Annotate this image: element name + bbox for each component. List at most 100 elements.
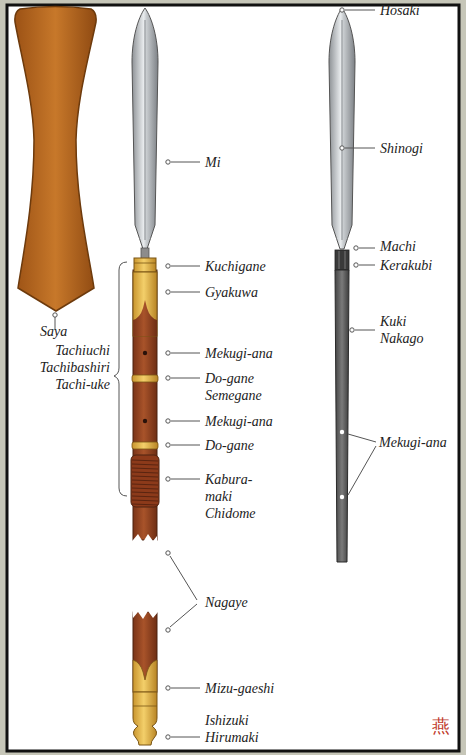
leader-lines-part xyxy=(345,148,375,149)
leader-lines-part xyxy=(53,313,57,317)
leader-lines-part xyxy=(171,445,200,446)
bare-blade-and-tang-part xyxy=(345,251,346,269)
spear-shaft-lower-part xyxy=(133,612,157,692)
leader-lines-part xyxy=(171,737,200,738)
frame-part xyxy=(7,5,459,751)
leader-lines-part xyxy=(166,628,170,632)
spear-shaft-upper-part-part xyxy=(132,504,158,505)
spear-shaft-upper-part-part xyxy=(132,500,158,501)
spear-shaft-upper-part-part xyxy=(132,460,158,461)
part-label: Shinogi xyxy=(380,140,423,157)
leader-lines-part xyxy=(340,146,344,150)
spear-shaft-lower-part xyxy=(133,660,157,692)
leader-lines-part xyxy=(350,328,354,332)
bare-blade-and-tang-part xyxy=(339,251,340,269)
part-label: Mekugi-ana xyxy=(205,413,273,430)
bare-blade-and-tang-part-part xyxy=(342,20,343,240)
leader-lines-part xyxy=(171,378,200,379)
part-label: Mizu-gaeshi xyxy=(205,680,274,697)
leader-lines-part xyxy=(171,421,200,422)
part-label: Mi xyxy=(205,154,221,171)
spear-shaft-lower-part xyxy=(133,692,157,745)
leader-lines-part xyxy=(170,604,197,627)
spear-shaft-upper-part-part xyxy=(132,496,158,497)
part-label: Ishizuki Hirumaki xyxy=(205,712,259,746)
part-label: Mekugi-ana xyxy=(379,434,447,451)
bare-blade-and-tang xyxy=(329,8,355,562)
bare-blade-and-tang-part xyxy=(340,495,344,499)
spear-shaft-upper xyxy=(131,258,159,545)
spear-shaft-upper-part xyxy=(143,419,147,423)
spear-shaft-upper-part xyxy=(133,272,157,336)
saya-scabbard-part xyxy=(15,7,96,312)
spear-blade-part xyxy=(141,248,149,259)
bare-blade-and-tang-part xyxy=(335,270,349,562)
spear-shaft-upper-part xyxy=(143,351,147,355)
spear-shaft-lower-part xyxy=(132,607,158,619)
part-label: Hosaki xyxy=(380,2,420,19)
leader-lines-part xyxy=(166,376,170,380)
leader-lines-part xyxy=(166,264,170,268)
leader-lines-part xyxy=(166,551,170,555)
spear-shaft-upper-part xyxy=(132,375,158,382)
leader-lines-part xyxy=(166,160,170,164)
part-label: Mekugi-ana xyxy=(205,345,273,362)
spear-shaft-upper-part xyxy=(131,455,159,507)
spear-shaft-upper-part-part xyxy=(132,464,158,465)
part-label: Do-gane xyxy=(205,437,254,454)
spear-shaft-lower-part xyxy=(133,706,157,707)
bare-blade-and-tang-part xyxy=(335,250,349,270)
spear-shaft-upper-part-part xyxy=(132,488,158,489)
part-label: Saya xyxy=(40,323,67,340)
leader-lines-part xyxy=(166,735,170,739)
leader-lines-part xyxy=(354,263,358,267)
part-label: Kuchigane xyxy=(205,258,266,275)
spear-shaft-upper-part-part xyxy=(132,468,158,469)
leader-lines-part xyxy=(340,8,344,12)
part-label: Gyakuwa xyxy=(205,284,258,301)
spear-shaft-upper-part xyxy=(134,263,156,264)
spear-blade-part xyxy=(145,20,146,240)
watermark: 燕 xyxy=(432,718,450,735)
leader-lines-part xyxy=(166,443,170,447)
spear-shaft-upper-part xyxy=(134,258,156,272)
spear-shaft-upper-part-part xyxy=(132,492,158,493)
bare-blade-and-tang-part xyxy=(340,430,344,434)
bracket xyxy=(114,262,127,496)
spear-shaft-upper-part-part xyxy=(132,472,158,473)
leader-lines-part xyxy=(166,351,170,355)
leader-lines-part xyxy=(171,688,200,689)
leader-lines-part xyxy=(171,292,200,293)
group-label: Tachiuchi Tachibashiri Tachi-uke xyxy=(40,342,110,393)
spear-shaft-upper-part xyxy=(133,300,157,336)
leader-lines-part xyxy=(171,353,200,354)
leader-lines-part xyxy=(166,477,170,481)
leader-lines-part xyxy=(359,265,375,266)
bare-blade-and-tang-part-part xyxy=(329,8,355,249)
leader-lines-part xyxy=(355,330,375,331)
leader-lines-part xyxy=(345,10,375,11)
part-label: Kabura-maki Chidome xyxy=(205,471,256,522)
leader-lines-part xyxy=(354,246,358,250)
leader-lines-part xyxy=(348,446,376,495)
spear-blade-part xyxy=(132,8,158,249)
spear-shaft-upper-part xyxy=(132,460,158,505)
leader-lines-part xyxy=(359,248,375,249)
bracket-part xyxy=(114,262,127,496)
leader-lines-part xyxy=(166,419,170,423)
leader-lines-part xyxy=(166,290,170,294)
leader-lines-part xyxy=(171,162,200,163)
saya-scabbard xyxy=(15,7,96,312)
leader-lines-part xyxy=(170,556,197,600)
spear-shaft-upper-part-part xyxy=(132,476,158,477)
part-label: Kuki Nakago xyxy=(380,313,424,347)
leader-lines-part xyxy=(171,479,200,480)
part-label: Kerakubi xyxy=(380,257,432,274)
spear-shaft-upper-part-part xyxy=(132,484,158,485)
spear-shaft-lower xyxy=(132,607,158,745)
leader-lines-part xyxy=(171,266,200,267)
spear-shaft-upper-part xyxy=(132,442,158,449)
leader-lines-part xyxy=(348,434,376,442)
